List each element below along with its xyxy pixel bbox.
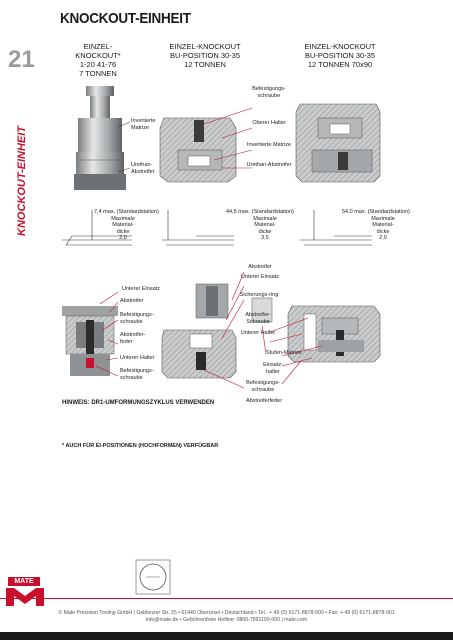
label-befestigungsschraube: Befestigungs-schraube <box>120 312 154 325</box>
page-title: KNOCKOUT-EINHEIT <box>60 10 191 27</box>
label-r-stufen-matrize: Stufen-Matrize <box>266 350 302 356</box>
knockout-holder-70x90-illustration <box>295 103 381 183</box>
lower-insert-assembly-illustration <box>62 306 118 376</box>
mate-logo-text: MATE <box>8 577 40 586</box>
bottom-bar <box>0 632 453 640</box>
footer-divider <box>0 598 453 599</box>
dimension-diagrams <box>62 210 372 246</box>
label-unterer-halter: Unterer Halter <box>120 355 155 361</box>
label-invertierte-matrize: Invertierte Matrize <box>131 118 156 131</box>
label-oberer-halter: Oberer Halter <box>252 120 286 126</box>
label-urethan-abstreifer: Urethan-Abstreifer <box>131 162 155 175</box>
label-r-befestigungsschraube: Befestigungs-schraube <box>246 380 280 393</box>
label-befestigungsschraube-2: Befestigungs-schraube <box>120 368 154 381</box>
label-unterer-einsatz: Unterer Einsatz <box>122 286 160 292</box>
label-r-einsatzhalter: Einsatz-halter <box>263 362 283 375</box>
label-r-unterer-einsatz: Unterer Einsatz <box>241 274 279 280</box>
stripper-parts-illustration <box>161 283 273 379</box>
label-invertierte-matrize-2: Invertierte Matrize <box>246 142 291 148</box>
stepped-die-assembly-illustration <box>287 305 381 363</box>
label-abstreifer: Abstreifer <box>120 298 144 304</box>
hint-text: HINWEIS: DR1-UMFORMUNGSZYKLUS VERWENDEN <box>62 400 215 406</box>
knockout-punch-illustration <box>74 86 126 190</box>
label-r-abstreiferfeder: Abstreiferfeder <box>245 398 283 404</box>
label-r-abstreiferschraube: Abstreifer-Schraube <box>245 312 271 325</box>
knockout-holder-illustration <box>159 117 237 183</box>
mate-logo <box>4 576 46 606</box>
footnote-text: * AUCH FÜR EI-POSITIONEN (HOCHFORMEN) VE… <box>62 443 219 449</box>
label-urethan-abstreifer-2: Urethan-Abstreifer <box>246 162 292 168</box>
label-r-sicherungsring: Sicherungs-ring <box>239 292 279 298</box>
label-r-unterer-halter: Unterer Halter <box>240 330 276 336</box>
page-number: 21 <box>8 46 35 73</box>
footer: © Mate Precision Tooling GmbH | Gablonze… <box>58 610 395 623</box>
label-abstreiferfeder: Abstreifer-feder <box>120 332 146 345</box>
punch-shape-outline <box>135 559 171 595</box>
label-r-abstreifer: Abstreifer <box>248 264 272 270</box>
label-befestigungsschraube-top: Befestigungs-schraube <box>252 86 286 99</box>
